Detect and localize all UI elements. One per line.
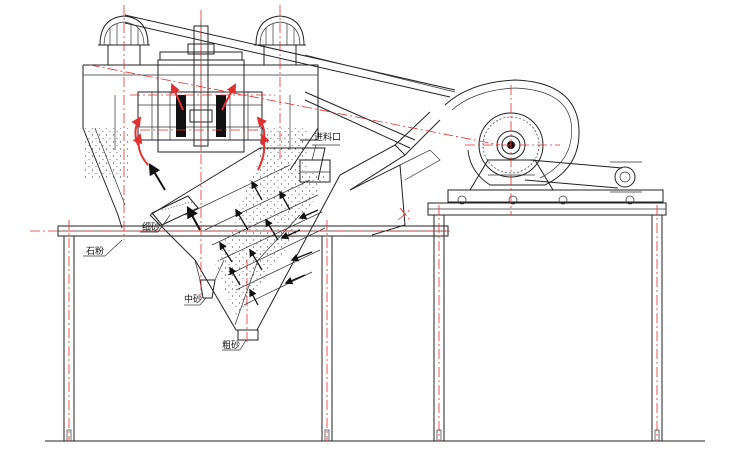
centerlines bbox=[30, 5, 658, 441]
fine-sand-label: 细砂 bbox=[142, 223, 161, 233]
blower-fan bbox=[444, 79, 642, 193]
classifier-body bbox=[149, 144, 441, 341]
stone-powder-label: 石粉 bbox=[86, 247, 105, 257]
air-flow-arrows bbox=[131, 83, 270, 171]
flow-arrows bbox=[148, 162, 319, 306]
feed-inlet-label: 进料口 bbox=[314, 133, 342, 143]
medium-sand-label: 中砂 bbox=[184, 295, 203, 305]
fan-support-frame bbox=[427, 189, 667, 442]
coarse-sand-label: 粗砂 bbox=[222, 341, 241, 351]
leader-lines bbox=[83, 144, 340, 351]
air-ducts bbox=[124, 14, 456, 156]
